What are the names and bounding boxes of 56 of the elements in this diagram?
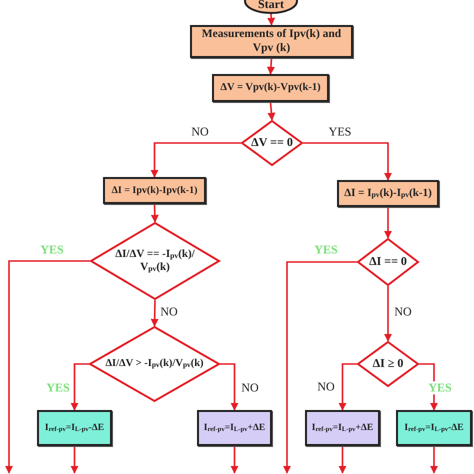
arrow [220,363,238,411]
arrow [5,260,90,474]
process-box [37,410,112,446]
arrow [430,446,438,474]
arrow [230,446,238,474]
process-box [212,74,329,102]
edge-label: YES [314,243,338,257]
node-text: I$_{ref-pv}$=I$_{L-pv}$+ΔE [312,422,374,434]
arrow [150,142,241,178]
arrow [70,446,78,474]
process-box [197,410,272,446]
arrow [303,142,392,181]
decision-diamond [90,222,220,300]
node-text: ΔV = Vpv(k)-Vpv(k-1) [220,82,321,94]
edge-label: NO [394,305,412,319]
decision-diamond [89,326,220,402]
arrow [338,363,357,411]
edge-label: YES [40,243,64,257]
node-text: I$_{ref-pv}$=I$_{L-pv}$-ΔE [44,422,104,434]
process-box [396,410,472,446]
arrow [266,58,275,75]
arrow [150,300,159,327]
edge-label: YES [46,381,70,395]
edge-label: YES [328,125,352,139]
edge-label: NO [241,381,259,395]
process-box [190,25,353,58]
node-text: ΔI/ΔV == -I$_{pv}$(k)/ V$_{pv}$(k) [114,248,196,274]
arrow [338,446,346,474]
arrow [267,102,276,121]
node-text: ΔI = Ipv(k)-Ipv(k-1) [112,184,198,196]
node-text: ΔV == 0 [251,136,293,150]
process-box [305,410,380,446]
node-text: I$_{ref-pv}$=I$_{L-pv}$-ΔE [404,422,464,434]
arrow [283,261,357,474]
arrow [150,204,159,223]
arrow [384,286,392,342]
decision-diamond [241,120,303,166]
edge-label: NO [317,380,335,394]
node-text: ΔI ≥ 0 [372,357,404,371]
edge-label: YES [428,381,452,395]
process-box [103,177,206,204]
node-text: ΔI/ΔV > -I$_{pv}$(k)/V$_{pv}$(k) [105,358,204,370]
arrow [384,207,392,239]
node-text: ΔI = I$_{pv}$(k)-I$_{pv}$(k-1) [344,187,432,200]
node-text: Start [258,0,284,12]
decision-diamond [357,238,419,286]
decision-diamond [357,341,419,387]
edge-label: NO [160,305,178,319]
node-text: I$_{ref-pv}$=I$_{L-pv}$+ΔE [204,422,266,434]
arrow [267,14,276,26]
node-text: ΔI == 0 [369,255,407,269]
process-box [337,180,439,207]
edge-label: NO [191,125,209,139]
arrow [70,363,89,411]
arrow [419,363,438,411]
node-text: Measurements of Ipv(k) and Vpv (k) [200,28,342,55]
